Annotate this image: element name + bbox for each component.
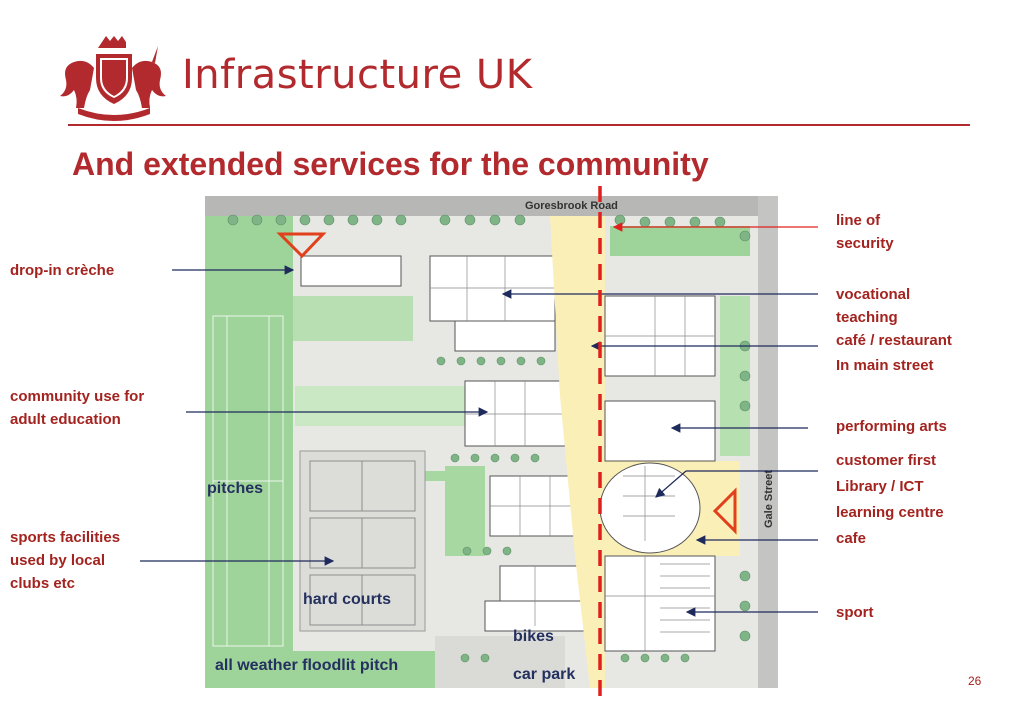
community-callout-line-2: adult education — [10, 411, 121, 428]
sports-callout-line-2: used by local — [10, 552, 106, 569]
gale-street-label: Gale Street — [763, 470, 775, 528]
sport-callout: sport — [836, 604, 874, 621]
creche-callout: drop-in crèche — [10, 262, 115, 279]
gale-street — [758, 196, 778, 688]
goresbrook-road — [205, 196, 778, 216]
site-plan-map: Goresbrook Road Gale Street — [205, 196, 778, 688]
sports-callout-line-1: sports facilities — [10, 529, 121, 546]
customer-callout-line-2: Library / ICT — [836, 478, 924, 495]
vocational-callout-line-1: vocational — [836, 286, 911, 303]
community-callout: community use for adult education — [10, 385, 144, 431]
main-street — [550, 216, 605, 688]
royal-crest-logo — [60, 36, 166, 121]
header-divider — [68, 124, 970, 126]
vocational-callout-line-4: In main street — [836, 357, 934, 374]
customer-callout-line-3: learning centre — [836, 504, 944, 521]
performing-arts-building — [604, 400, 716, 462]
vocational-callout-line-2: teaching — [836, 309, 898, 326]
vocational-callout: vocational teaching café / restaurant In… — [836, 283, 952, 377]
creche-building — [300, 255, 402, 287]
north-triangle-marker — [276, 232, 327, 259]
security-callout: line of security — [836, 209, 894, 255]
goresbrook-road-label: Goresbrook Road — [525, 200, 618, 212]
page-number: 26 — [968, 674, 982, 688]
customer-callout-line-4: cafe — [836, 530, 867, 547]
security-callout-line-1: line of — [836, 212, 881, 229]
all-weather-pitch — [205, 651, 435, 688]
customer-callout-line-1: customer first — [836, 452, 937, 469]
bikes-label: bikes — [513, 628, 554, 645]
entrance-triangle-marker — [712, 487, 737, 535]
slide-title: And extended services for the community — [72, 146, 709, 182]
security-callout-line-2: security — [836, 235, 894, 252]
sports-callout: sports facilities used by local clubs et… — [10, 526, 120, 595]
community-callout-line-1: community use for — [10, 388, 145, 405]
vocational-callout-line-3: café / restaurant — [836, 332, 952, 349]
car-park-label: car park — [513, 666, 576, 683]
sports-callout-line-3: clubs etc — [10, 575, 76, 592]
all-weather-pitch-label: all weather floodlit pitch — [215, 657, 399, 674]
brand-title: Infrastructure UK — [182, 52, 533, 98]
sport-building — [604, 555, 716, 652]
trees — [227, 214, 751, 663]
customer-first-arrow — [655, 470, 687, 498]
pitches-label: pitches — [207, 480, 264, 497]
customer-first-callout: customer first Library / ICT learning ce… — [836, 449, 944, 550]
sports-pitch-grass — [205, 216, 293, 688]
performing-arts-callout: performing arts — [836, 418, 947, 435]
hard-courts-label: hard courts — [303, 591, 392, 608]
